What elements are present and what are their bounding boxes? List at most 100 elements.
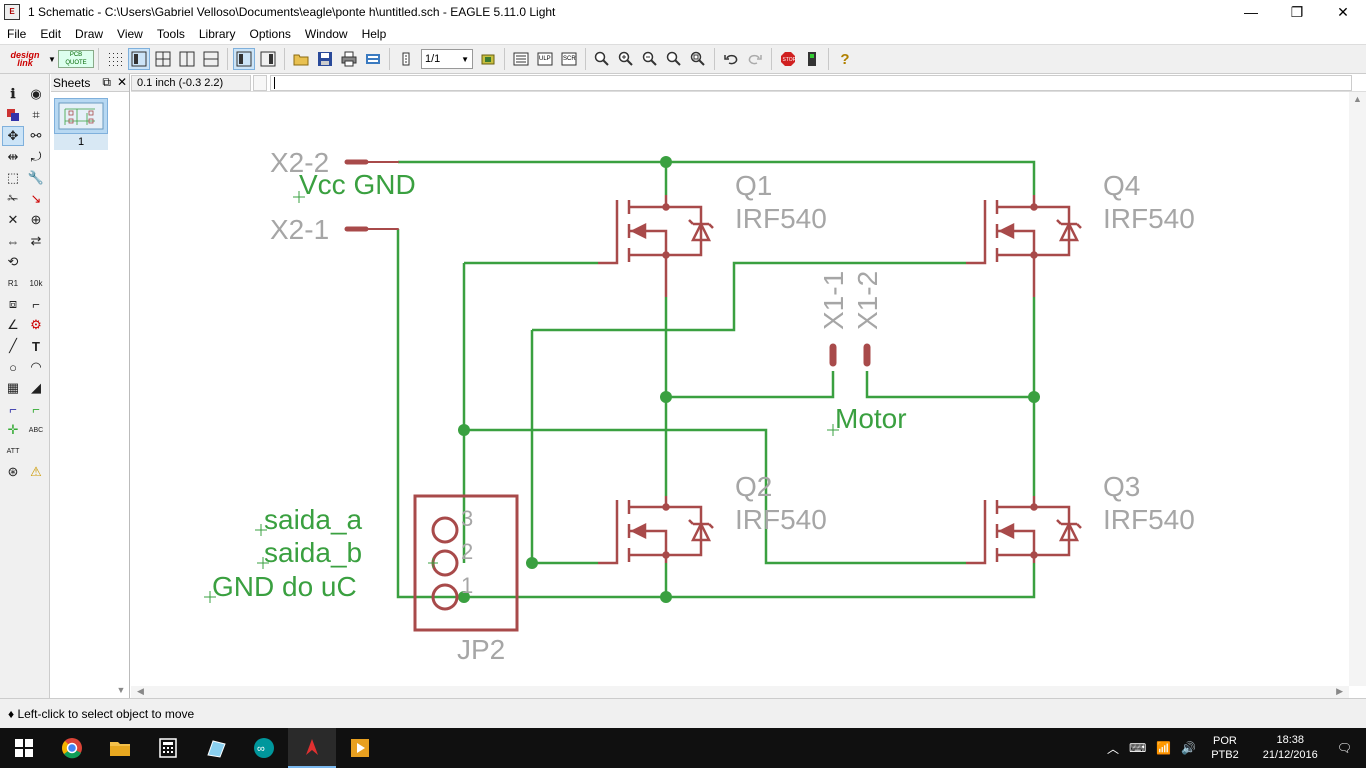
command-input[interactable] <box>270 74 1352 91</box>
show-eye-icon[interactable]: ◉ <box>30 86 42 101</box>
sheet-number[interactable]: 1 <box>54 134 108 150</box>
smash-icon[interactable]: ⧈ <box>8 296 18 311</box>
dropdown-arrow-icon[interactable]: ▼ <box>48 54 56 64</box>
print-icon[interactable] <box>338 48 360 70</box>
paint-icon[interactable] <box>192 728 240 768</box>
text-icon[interactable]: T <box>32 338 40 354</box>
attribute-icon[interactable]: ATT <box>6 447 20 455</box>
panel-toggle-icon[interactable] <box>233 48 255 70</box>
design-link-logo[interactable]: design link <box>10 50 40 68</box>
split-icon[interactable]: ∠ <box>7 317 19 332</box>
bus-icon[interactable]: ⌐ <box>9 401 17 417</box>
copy-icon[interactable]: ⚯ <box>30 128 42 143</box>
sheet-thumbnail[interactable] <box>54 98 108 134</box>
info-icon[interactable]: ℹ <box>10 86 16 101</box>
menu-tools[interactable]: Tools <box>156 27 185 41</box>
wire-icon[interactable]: ╱ <box>9 338 17 353</box>
mosfet-q3[interactable] <box>966 496 1082 565</box>
menu-help[interactable]: Help <box>361 27 387 41</box>
close-panel-icon[interactable]: ✕ <box>116 75 127 89</box>
add-icon[interactable]: ⊕ <box>30 212 42 227</box>
rotate-icon[interactable]: ⤾ <box>30 149 42 164</box>
replace-icon[interactable]: ⟲ <box>7 254 19 269</box>
miter-icon[interactable]: ⌐ <box>32 296 40 312</box>
maximize-button[interactable]: ❐ <box>1290 3 1304 20</box>
sheet-select[interactable]: 1/1 ▼ <box>421 49 473 69</box>
vertical-scrollbar[interactable]: ▲ <box>1349 92 1366 686</box>
delete-x-icon[interactable]: ✕ <box>7 212 19 227</box>
net-wires[interactable] <box>396 160 1036 599</box>
cam-processor-icon[interactable] <box>362 48 384 70</box>
menu-draw[interactable]: Draw <box>75 27 104 41</box>
volume-icon[interactable]: 🔊 <box>1181 741 1197 755</box>
zoom-fit-icon[interactable] <box>591 48 613 70</box>
zoom-redraw-icon[interactable] <box>663 48 685 70</box>
mosfet-q1[interactable] <box>598 195 714 297</box>
net-icon[interactable]: ⌐ <box>32 401 40 417</box>
sheet-icon[interactable] <box>395 48 417 70</box>
schematic-drawing[interactable]: X2-2 X2-1 Q1 IRF540 Q4 IRF540 Q2 IRF540 … <box>131 92 1349 686</box>
keyboard-icon[interactable]: ⌨ <box>1128 741 1147 755</box>
erc-icon[interactable]: ⊛ <box>7 464 19 479</box>
close-button[interactable]: ✕ <box>1337 3 1349 20</box>
menu-library[interactable]: Library <box>198 27 236 41</box>
value-icon[interactable]: 10k <box>29 278 43 288</box>
invoke-icon[interactable]: ⚙ <box>30 317 42 332</box>
zoom-in-icon[interactable] <box>615 48 637 70</box>
menu-file[interactable]: File <box>7 27 27 41</box>
menu-view[interactable]: View <box>117 27 143 41</box>
scroll-right-icon[interactable]: ▶ <box>1336 686 1343 696</box>
ercheck-icon[interactable] <box>510 48 532 70</box>
pcb-quote-logo[interactable]: PCB QUOTE <box>58 50 94 68</box>
go-icon[interactable] <box>801 48 823 70</box>
layout-icon-3[interactable] <box>176 48 198 70</box>
redo-icon[interactable] <box>744 48 766 70</box>
input-language[interactable]: POR PTB2 <box>1211 734 1239 762</box>
mosfet-q2[interactable] <box>598 496 714 565</box>
panel-toggle-icon-2[interactable] <box>257 48 279 70</box>
notification-icon[interactable]: 🗨 <box>1336 741 1352 755</box>
label-icon[interactable]: ABC <box>28 426 44 434</box>
zoom-select-icon[interactable] <box>687 48 709 70</box>
eagle-taskbar-icon[interactable] <box>288 728 336 768</box>
delete-icon[interactable]: ↘ <box>30 191 42 206</box>
help-icon[interactable]: ? <box>840 50 850 68</box>
errors-icon[interactable]: ⚠ <box>30 464 42 479</box>
group-icon[interactable]: ⬚ <box>6 170 20 185</box>
clock[interactable]: 18:38 21/12/2016 <box>1263 733 1318 763</box>
arc-icon[interactable]: ◠ <box>30 359 42 374</box>
scroll-left-icon[interactable]: ◀ <box>137 686 144 696</box>
move-icon[interactable]: ✥ <box>2 126 24 146</box>
eagle-app-icon[interactable]: E <box>4 4 20 20</box>
chrome-icon[interactable] <box>48 728 96 768</box>
display-layers-icon[interactable] <box>2 105 24 125</box>
paste-icon[interactable]: ✁ <box>7 191 19 206</box>
circle-icon[interactable]: ○ <box>9 359 17 375</box>
mirror-icon[interactable]: ⇹ <box>7 149 19 164</box>
open-folder-icon[interactable] <box>290 48 312 70</box>
board-switch-icon[interactable] <box>477 48 499 70</box>
calculator-icon[interactable] <box>144 728 192 768</box>
rect-icon[interactable]: ▦ <box>6 380 20 395</box>
script-icon[interactable]: SCR <box>558 48 580 70</box>
gateswap-icon[interactable]: ⇄ <box>30 233 42 248</box>
network-wifi-icon[interactable]: 📶 <box>1156 741 1172 755</box>
zoom-out-icon[interactable] <box>639 48 661 70</box>
grid-icon[interactable] <box>104 48 126 70</box>
file-explorer-icon[interactable] <box>96 728 144 768</box>
ulp-icon[interactable]: ULP <box>534 48 556 70</box>
stop-icon[interactable]: STOP <box>777 48 799 70</box>
command-history-button[interactable] <box>253 74 267 91</box>
undo-icon[interactable] <box>720 48 742 70</box>
connector-x1[interactable] <box>829 343 871 367</box>
horizontal-scrollbar[interactable]: ◀ ▶ <box>131 686 1349 698</box>
minimize-button[interactable]: — <box>1244 4 1258 20</box>
mark-icon[interactable]: ⌗ <box>32 107 40 122</box>
polygon-icon[interactable]: ◢ <box>31 380 41 395</box>
menu-window[interactable]: Window <box>304 27 348 41</box>
float-panel-icon[interactable]: ⧉ <box>102 75 111 89</box>
menu-edit[interactable]: Edit <box>40 27 62 41</box>
change-icon[interactable]: 🔧 <box>27 170 45 185</box>
connector-x2[interactable] <box>344 159 399 232</box>
arduino-icon[interactable]: ∞ <box>240 728 288 768</box>
